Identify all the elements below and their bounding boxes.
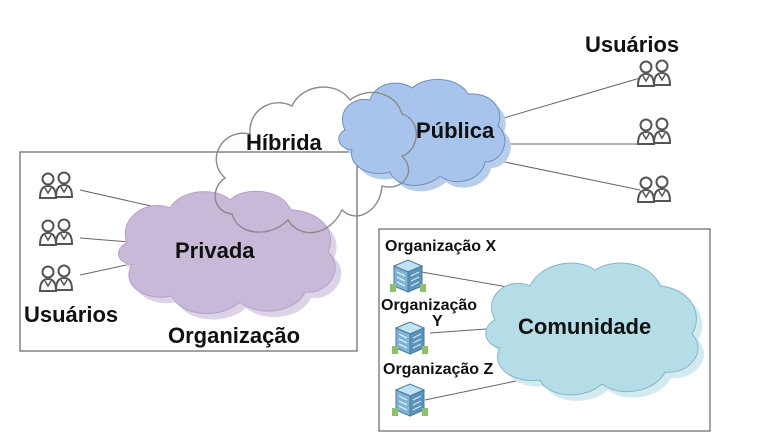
hybrid-cloud: [214, 86, 417, 234]
public-label: Pública: [416, 118, 495, 143]
organization-z-building-icon: [391, 383, 429, 417]
users-icon-left-middle: [39, 218, 73, 246]
organization-x-building-icon: [389, 259, 427, 293]
organization-y-building-icon: [391, 321, 429, 355]
org-y-label-line1: Organização: [381, 297, 477, 314]
users-title-bottom: Usuários: [24, 302, 118, 327]
users-icon-top: [637, 59, 671, 87]
users-icon-bottom: [637, 175, 671, 203]
private-label: Privada: [175, 238, 255, 263]
community-box: [378, 228, 711, 432]
community-cloud: [485, 262, 705, 401]
organization-label: Organização: [168, 323, 300, 348]
users-title-top: Usuários: [585, 32, 679, 57]
users-icon-middle: [637, 117, 671, 145]
organization-box: [19, 151, 358, 352]
hybrid-label: Híbrida: [246, 130, 323, 155]
org-x-label: Organização X: [385, 238, 496, 255]
org-z-label: Organização Z: [383, 361, 493, 378]
org-y-label-line2: Y: [432, 313, 443, 330]
community-label: Comunidade: [518, 314, 651, 339]
private-cloud: [118, 190, 342, 320]
connector-lines: [79, 77, 641, 401]
users-icon-left-bottom: [39, 264, 73, 292]
public-cloud: [338, 78, 511, 192]
users-icon-left-top: [39, 171, 73, 199]
